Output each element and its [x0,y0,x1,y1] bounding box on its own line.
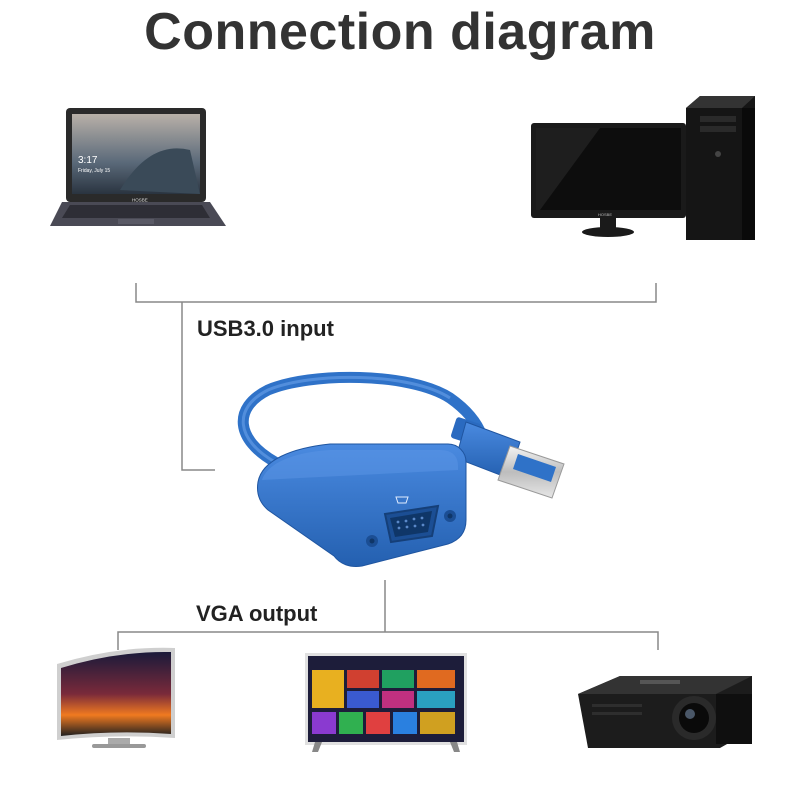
projector-icon [578,676,752,748]
usb-vga-adapter-image [237,371,565,567]
laptop-date: Friday, July 15 [78,168,110,174]
usb-input-label: USB3.0 input [197,316,334,341]
output-connector-lines [117,580,659,650]
smart-tv-icon [305,653,467,752]
curved-tv-icon [57,647,175,748]
laptop-time: 3:17 [78,155,98,166]
monitor-brand: HOSBE [598,212,612,217]
desktop-computer-icon: HOSBE [531,96,755,240]
page-title: Connection diagram [144,3,656,61]
vga-output-label: VGA output [196,601,318,626]
laptop-brand: HOSBE [132,198,148,203]
laptop-icon: 3:17 Friday, July 15 HOSBE [50,108,226,226]
input-connector-lines [135,283,657,471]
